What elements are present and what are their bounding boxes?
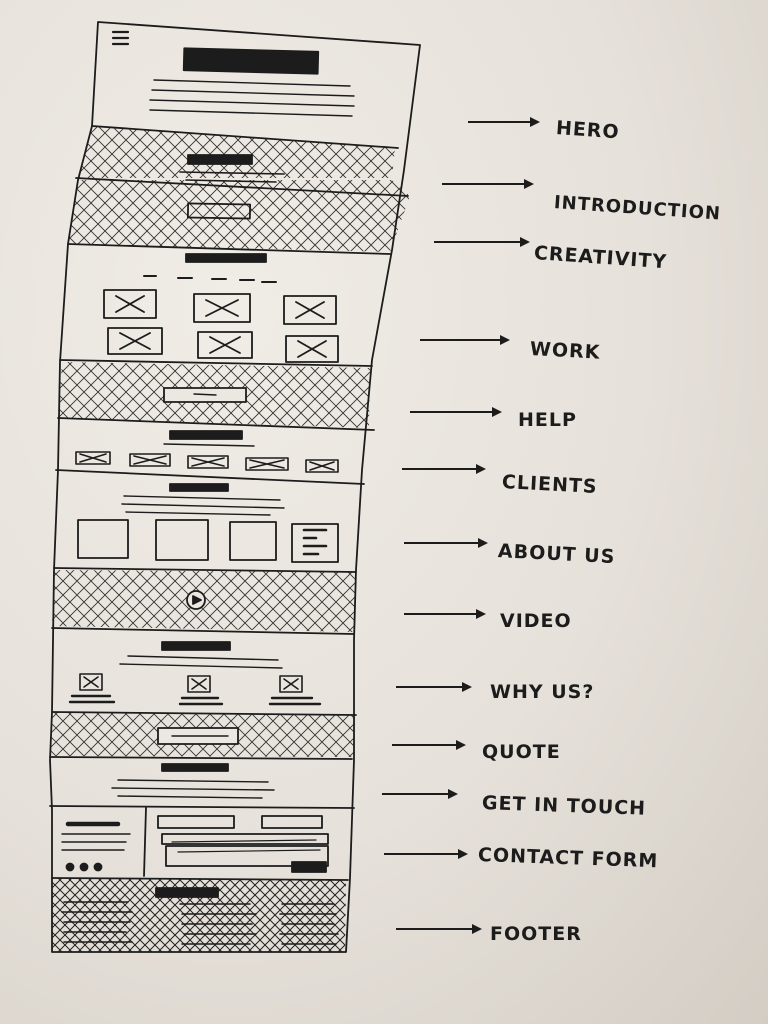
hero-text [149,79,355,117]
work-item [103,289,157,319]
creativity-title [185,253,267,263]
divider [51,877,349,881]
label-why-us: WHY US? [490,681,595,703]
label-footer: FOOTER [490,923,582,945]
arrow-contact-form [384,847,468,861]
why-us-title [161,641,231,651]
divider [91,125,399,149]
divider [75,177,409,197]
hero-image-band [78,126,395,178]
clients-title [169,430,243,440]
divider [59,359,373,367]
work-item [283,295,337,325]
about-text [121,495,285,516]
creativity-filters [143,275,277,283]
arrow-video [404,607,486,621]
label-work: WORK [529,338,601,364]
contact-info [61,821,131,872]
intro-title [187,154,253,165]
divider [67,243,391,255]
label-help: HELP [518,409,577,431]
arrow-work [420,333,510,347]
about-title [169,483,229,492]
arrow-quote [392,738,466,752]
work-item [197,331,253,359]
touch-title [161,763,229,772]
why-us-features [68,673,322,706]
footer-band [52,878,346,952]
contact-form-fields [157,815,329,873]
label-quote: QUOTE [482,741,561,763]
divider [49,756,353,760]
label-video: VIDEO [500,610,572,632]
work-item [107,327,163,355]
work-item [193,293,251,323]
divider [57,417,375,431]
work-item [285,335,339,363]
arrow-introduction [442,177,534,191]
label-hero: HERO [555,117,621,144]
intro-text [179,171,285,183]
why-us-text [119,655,283,669]
contact-column-divider [143,807,147,877]
page-frame [49,21,421,953]
arrow-why-us [396,680,472,694]
arrow-about-us [404,536,488,550]
divider [55,469,365,485]
divider [49,805,355,809]
arrow-footer [396,922,482,936]
work-grid [103,289,339,363]
arrow-help [410,405,502,419]
arrow-clients [402,462,486,476]
arrow-get-in-touch [382,787,458,801]
team-cards [77,519,339,563]
intro-button [186,202,252,220]
divider [51,711,357,716]
introduction-band [68,180,410,252]
hero-title [182,47,320,75]
footer-columns [61,901,339,945]
divider [51,627,355,635]
divider [53,567,357,573]
hamburger-icon [111,30,130,46]
arrow-creativity [434,235,530,249]
footer-title [155,887,219,898]
arrow-hero [468,115,540,129]
client-logos [75,451,339,473]
touch-text [111,779,275,799]
